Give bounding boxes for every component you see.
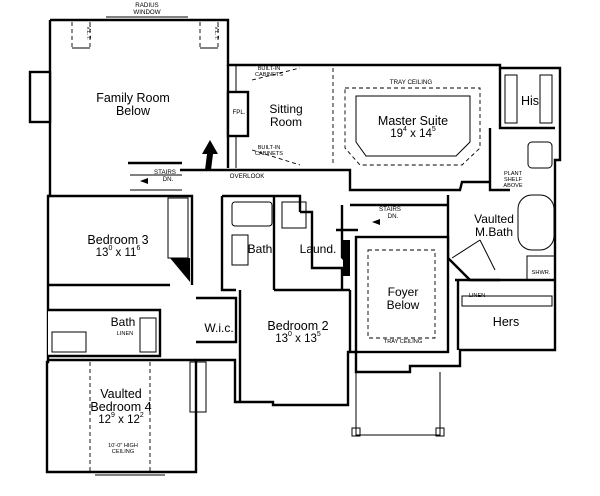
stairs-arrow-icon-2 <box>372 219 380 225</box>
walk-in-closet-label: W.i.c. <box>204 321 234 335</box>
bedroom-3-label: Bedroom 3 130 x 116 <box>87 233 149 260</box>
vlt-markers <box>71 22 219 49</box>
stairs-arrow-icon <box>140 178 148 184</box>
chimney <box>28 70 52 124</box>
foyer-tray-ceiling-label: TRAY CEILING <box>383 339 423 345</box>
linen-label-left: LINEN <box>116 331 134 337</box>
his-closet-label: His <box>520 94 540 108</box>
shower-label: SHWR. <box>531 270 551 276</box>
laundry-label: Laund. <box>299 242 337 256</box>
hers-closet-label: Hers <box>492 315 520 329</box>
interior-walls <box>48 65 556 476</box>
master-tray-ceiling-label: TRAY CEILING <box>389 79 433 86</box>
vlt-label-right: V.L.T. <box>213 26 219 40</box>
bath-upper-label: Bath <box>247 242 273 256</box>
bedroom-2-label: Bedroom 2 130 x 135 <box>267 319 329 346</box>
vlt-label-left: V.L.T. <box>85 26 91 40</box>
fireplace-label: FPL. <box>232 109 246 116</box>
master-suite-label: Master Suite 194 x 145 <box>377 114 449 141</box>
overlook-label: OVERLOOK <box>229 173 265 180</box>
bath-lower-label: Bath <box>110 315 136 329</box>
overlook-arrow-icon <box>202 140 218 170</box>
linen-label-right: LINEN <box>468 293 486 299</box>
